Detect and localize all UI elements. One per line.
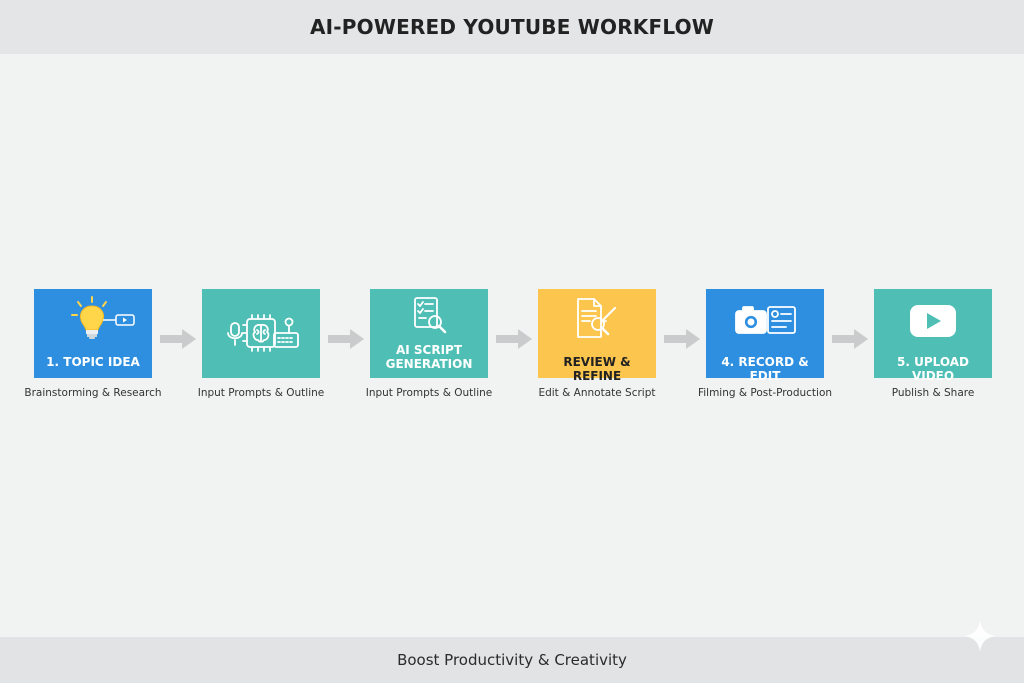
footer-bar: Boost Productivity & Creativity	[0, 637, 1024, 683]
step-topic-idea: 1. TOPIC IDEA Brainstorming & Research	[24, 289, 162, 399]
step-caption: Publish & Share	[891, 387, 975, 399]
document-review-icon	[577, 298, 617, 338]
arrow-right-icon	[832, 329, 868, 349]
play-button-icon	[910, 305, 956, 337]
lightbulb-icon	[71, 296, 135, 339]
arrow-right-icon	[664, 329, 700, 349]
step-caption: Brainstorming & Research	[24, 387, 162, 399]
camera-icon	[735, 306, 796, 334]
step-ai-input: Input Prompts & Outline	[198, 289, 324, 399]
step-label: 4. RECORD & EDIT	[721, 355, 809, 383]
arrow-right-icon	[496, 329, 532, 349]
step-ai-script-generation: AI SCRIPT GENERATION Input Prompts & Out…	[366, 289, 492, 399]
footer-tagline: Boost Productivity & Creativity	[397, 651, 627, 669]
step-box: AI SCRIPT GENERATION	[370, 289, 488, 378]
step-box: 4. RECORD & EDIT	[706, 289, 824, 383]
page-title: AI-POWERED YOUTUBE WORKFLOW	[309, 15, 715, 39]
step-caption: Input Prompts & Outline	[197, 387, 325, 399]
ai-brain-icon	[227, 314, 299, 352]
step-label: AI SCRIPT GENERATION	[370, 343, 488, 371]
step-box: 1. TOPIC IDEA	[34, 289, 152, 378]
step-box: REVIEW & REFINE	[538, 289, 656, 383]
step-upload-video: 5. UPLOAD VIDEO Publish & Share	[874, 289, 992, 399]
script-search-icon	[414, 297, 447, 334]
step-label: 5. UPLOAD VIDEO	[897, 355, 969, 383]
step-label-line: AI SCRIPT	[395, 343, 463, 357]
arrow-right-icon	[160, 329, 196, 349]
step-review-refine: REVIEW & REFINE Edit & Annotate Script	[538, 289, 656, 399]
step-caption: Edit & Annotate Script	[538, 387, 656, 399]
step-label: 1. TOPIC IDEA	[46, 355, 140, 369]
step-record-edit: 4. RECORD & EDIT Filming & Post-Producti…	[698, 289, 832, 399]
step-label-line: GENERATION	[385, 357, 473, 371]
arrow-right-icon	[328, 329, 364, 349]
step-caption: Filming & Post-Production	[697, 387, 833, 399]
step-label: REVIEW & REFINE	[563, 355, 631, 383]
header-bar: AI-POWERED YOUTUBE WORKFLOW	[0, 0, 1024, 54]
step-box	[202, 289, 320, 378]
step-caption: Input Prompts & Outline	[365, 387, 493, 399]
step-box: 5. UPLOAD VIDEO	[874, 289, 992, 383]
sparkle-icon	[964, 620, 996, 652]
